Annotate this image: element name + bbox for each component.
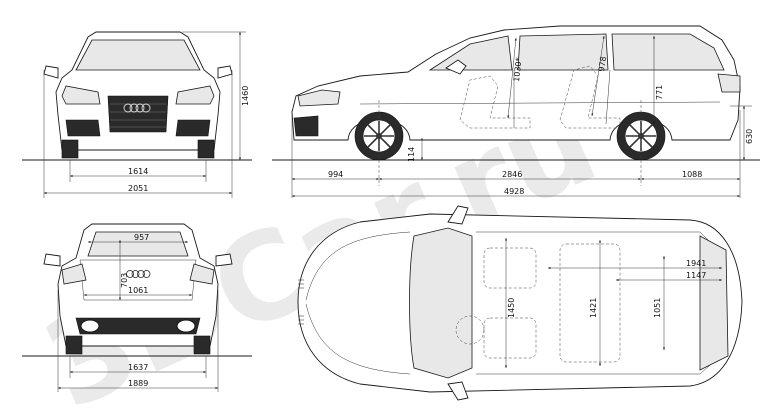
side-view: 1030* 978 771 630 114 994 2846 1088 4928 <box>272 25 760 198</box>
rear-width-label: 1889 <box>128 379 148 388</box>
side-ground-clearance-label: 114 <box>407 147 416 162</box>
top-front-shoulder-label: 1450 <box>507 298 516 318</box>
side-sill-height-label: 630 <box>745 129 754 144</box>
top-rear-shoulder-label: 1421 <box>589 298 598 318</box>
top-windshield <box>409 227 473 379</box>
front-intake-right <box>175 119 211 137</box>
side-window-quarter <box>611 33 725 71</box>
rear-mirror-right <box>215 253 233 267</box>
front-headlight-right <box>175 85 215 105</box>
side-front-intake <box>293 115 319 137</box>
side-length-label: 4928 <box>504 187 524 196</box>
top-view: 1450 1421 1051 1941 1147 <box>297 205 743 401</box>
rear-taillight-right <box>189 263 215 285</box>
rear-wheel-left <box>65 335 83 355</box>
rear-mirror-left <box>43 253 61 267</box>
side-load-height-label: 771 <box>655 85 664 100</box>
rear-view: 957 703 1061 1637 1889 <box>22 223 252 392</box>
rear-exhaust-right <box>176 319 196 333</box>
side-front-overhang-label: 994 <box>328 170 343 179</box>
top-seats <box>455 243 621 363</box>
side-rear-headroom-label: 978 <box>597 56 608 72</box>
top-mirror-left <box>447 205 469 225</box>
front-windshield <box>75 39 201 71</box>
front-height-label: 1460 <box>241 86 250 106</box>
rear-exhaust-left <box>80 319 100 333</box>
front-wheel-right <box>197 139 215 159</box>
front-grille <box>107 95 169 133</box>
rear-hatch-lower-label: 1061 <box>128 286 148 295</box>
side-window-front <box>428 35 513 71</box>
rear-window <box>87 231 189 257</box>
rear-diffuser <box>75 317 201 335</box>
front-width-label: 2051 <box>128 184 148 193</box>
front-mirror-right <box>217 65 233 79</box>
side-wheelbase-label: 2846 <box>502 170 522 179</box>
front-logo-icon <box>123 103 151 113</box>
front-intake-left <box>65 119 101 137</box>
rear-track-label: 1637 <box>128 363 148 372</box>
top-cargo-length-short-label: 1147 <box>686 271 706 280</box>
side-mirror <box>445 59 467 75</box>
side-front-headroom-label: 1030* <box>512 57 523 82</box>
rear-hatch-height-label: 703 <box>120 273 129 288</box>
top-body-outline <box>297 213 743 393</box>
front-mirror-left <box>43 65 59 79</box>
rear-hatch-upper-label: 957 <box>134 233 149 242</box>
front-headlight-left <box>61 85 101 105</box>
rear-taillight-left <box>61 263 87 285</box>
top-cargo-width-label: 1051 <box>653 298 662 318</box>
front-view: 1460 1614 2051 <box>22 31 252 198</box>
top-cargo-length-long-label: 1941 <box>686 259 706 268</box>
side-rear-overhang-label: 1088 <box>682 170 702 179</box>
top-rear-window <box>699 235 729 371</box>
side-taillight <box>717 73 741 93</box>
side-headlight <box>297 89 341 107</box>
rear-wheel-right <box>193 335 211 355</box>
front-wheel-left <box>61 139 79 159</box>
top-mirror-right <box>447 381 469 401</box>
side-window-rear <box>517 33 609 71</box>
rear-logo-icon <box>126 270 151 278</box>
front-track-label: 1614 <box>128 167 148 176</box>
